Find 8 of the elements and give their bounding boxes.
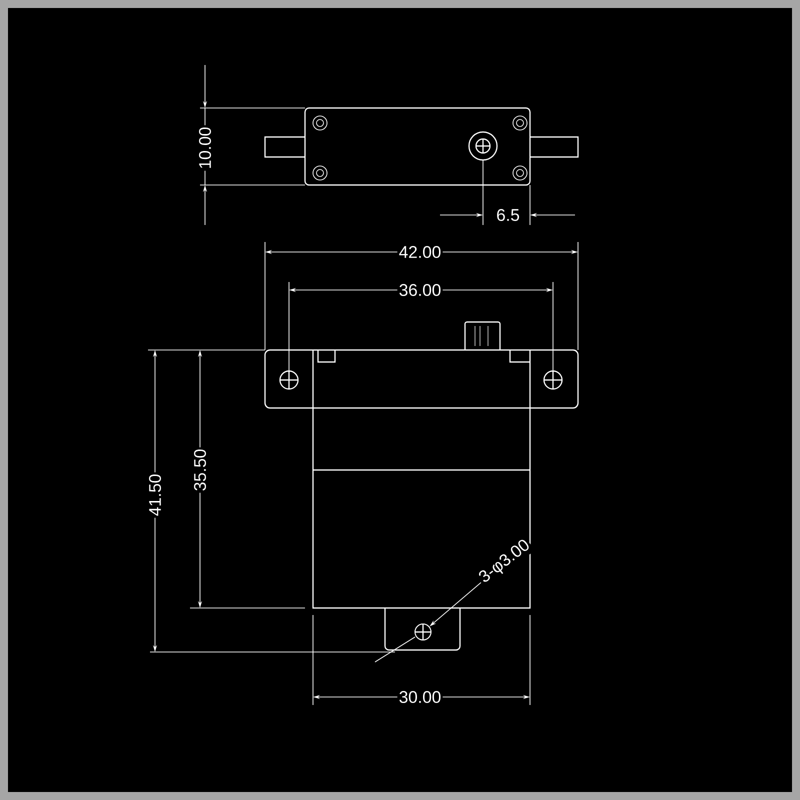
- dimension-text: 36.00: [397, 282, 443, 298]
- dimension-text: 35.50: [192, 447, 208, 493]
- dimension-text: 30.00: [397, 690, 443, 704]
- dimension-text: 42.00: [397, 244, 443, 260]
- dimension-text: 6.5: [494, 208, 522, 222]
- mounting-hole: [414, 624, 432, 640]
- dimension-text: 41.50: [148, 472, 162, 518]
- dimension-text: 10.00: [198, 125, 212, 171]
